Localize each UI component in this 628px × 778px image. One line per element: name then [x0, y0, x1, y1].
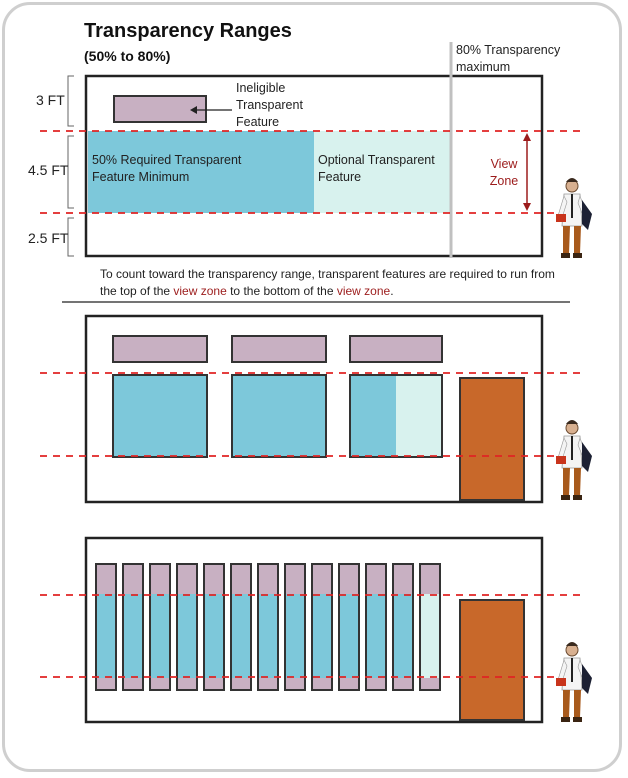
building-outline-2: [84, 314, 544, 504]
section-3-elevation: [40, 536, 593, 724]
dim-label-3ft: 3 FT: [36, 92, 65, 108]
required-transparent-zone: [88, 131, 314, 213]
dim-label-2-5ft: 2.5 FT: [28, 230, 69, 246]
view-zone-term: view zone: [173, 284, 227, 298]
view-zone-arrow-top: [523, 133, 531, 141]
person-figure-2: [555, 419, 593, 501]
slender-window-bottoms: [96, 678, 440, 690]
optional-transparent-zone: [314, 131, 450, 213]
person-figure-1: [555, 177, 593, 259]
page-subtitle: (50% to 80%): [84, 48, 171, 64]
building-outline-3: [84, 536, 544, 724]
section-2-elevation: [40, 314, 593, 504]
dim-bracket-4-5ft: [67, 135, 74, 209]
door-1: [459, 377, 525, 501]
dim-bracket-3ft: [67, 75, 74, 127]
ineligible-feature-label: Ineligible Transparent Feature: [236, 81, 303, 129]
window-3-optional: [396, 375, 442, 457]
person-figure-3: [555, 641, 593, 723]
view-zone-arrow-bottom: [523, 203, 531, 211]
window-3-required: [350, 375, 396, 457]
dim-bracket-2-5ft: [67, 217, 74, 257]
door-2: [459, 599, 525, 721]
page-title: Transparency Ranges: [84, 20, 292, 42]
slender-window-frames: [95, 563, 441, 691]
ineligible-feature-box: [113, 95, 207, 123]
transom-3: [349, 335, 443, 363]
view-zone-label: View Zone: [489, 157, 519, 188]
window-1: [112, 374, 208, 458]
ineligible-pointer-head: [190, 106, 197, 114]
slender-window-tops: [96, 564, 440, 594]
section-1-elevation: [40, 42, 593, 259]
dim-label-4-5ft: 4.5 FT: [28, 162, 69, 178]
caption-text: To count toward the transparency range, …: [100, 267, 555, 298]
transom-2: [231, 335, 327, 363]
transom-1: [112, 335, 208, 363]
optional-feature-label: Optional Transparent Feature: [318, 153, 435, 184]
max-transparency-label: 80% Transparency maximum: [456, 43, 561, 74]
window-3-frame: [349, 374, 443, 458]
window-2: [231, 374, 327, 458]
view-zone-term: view zone: [336, 284, 391, 298]
building-outline-1: [84, 74, 544, 258]
required-feature-label: 50% Required Transparent Feature Minimum: [92, 153, 242, 184]
